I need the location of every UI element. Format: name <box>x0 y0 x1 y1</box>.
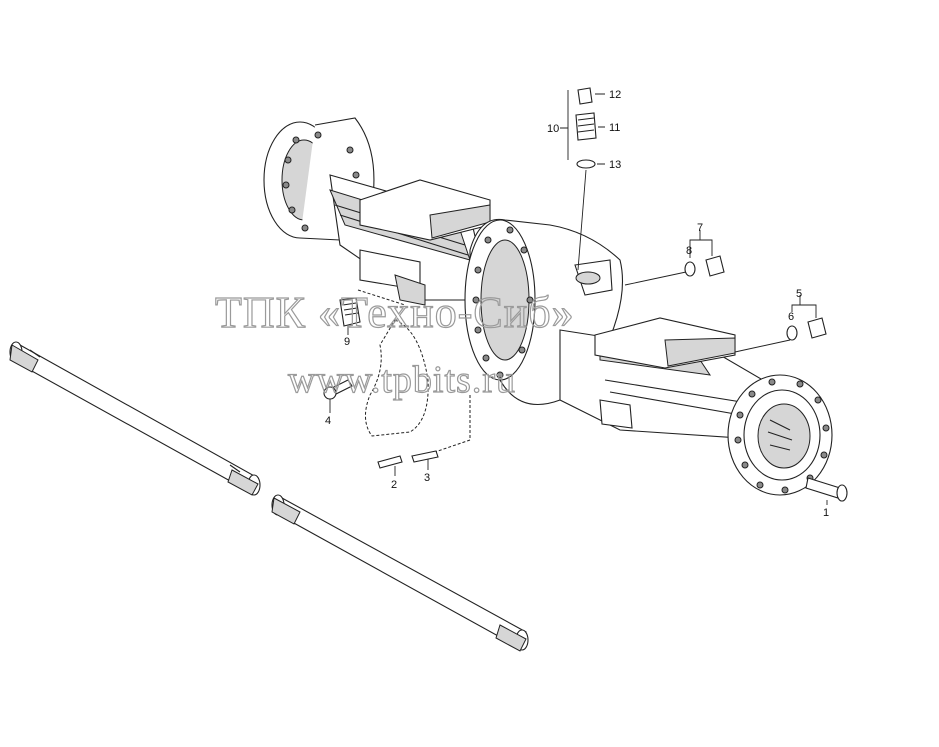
stud-part <box>323 379 353 400</box>
pin-part <box>377 450 439 469</box>
callout-5: 5 <box>796 288 802 300</box>
plate-leader <box>357 289 471 453</box>
plug-part-5 <box>786 317 827 341</box>
callout-9: 9 <box>344 336 350 348</box>
callout-1: 1 <box>823 507 829 519</box>
callout-13: 13 <box>609 159 621 171</box>
right-hub-flange <box>727 374 833 496</box>
callout-2: 2 <box>391 479 397 491</box>
watermark-url: www.tpbits.ru <box>288 359 516 401</box>
callout-4: 4 <box>325 415 331 427</box>
axle-shaft-right <box>271 494 529 652</box>
plug-part-7 <box>684 255 725 277</box>
axle-housing <box>263 117 833 496</box>
callout-12: 12 <box>609 89 621 101</box>
callout-8: 8 <box>686 245 692 257</box>
callout-6: 6 <box>788 311 794 323</box>
callout-labels: 1 2 3 4 5 6 7 8 9 10 11 12 13 <box>325 89 829 519</box>
callout-7: 7 <box>697 222 703 234</box>
label-plate-part <box>339 297 361 327</box>
callout-11: 11 <box>609 122 620 134</box>
callout-10: 10 <box>547 123 559 135</box>
bolt-part <box>805 477 848 502</box>
axle-shaft-left <box>9 341 261 496</box>
watermark: ТПК «Техно-Сиб» www.tpbits.ru <box>214 287 575 401</box>
breather-assembly <box>575 87 597 169</box>
watermark-company: ТПК «Техно-Сиб» <box>215 288 575 337</box>
callout-3: 3 <box>424 472 430 484</box>
